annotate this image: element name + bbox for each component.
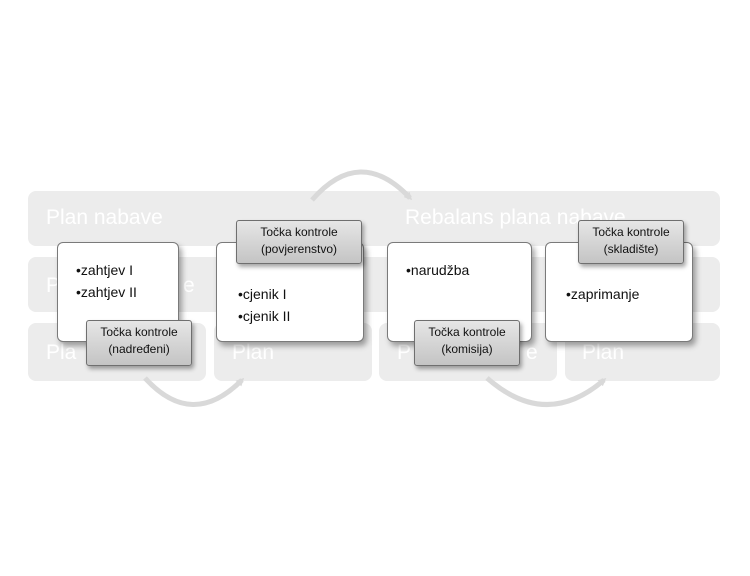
control-point-komisija: Točka kontrole (komisija) bbox=[414, 320, 520, 366]
control-point-subtitle: (komisija) bbox=[441, 342, 493, 356]
control-point-povjerenstvo: Točka kontrole (povjerenstvo) bbox=[236, 220, 362, 264]
control-point-title: Točka kontrole bbox=[100, 325, 178, 339]
background-label-row3-c: P bbox=[397, 341, 412, 364]
control-point-subtitle: (skladište) bbox=[603, 242, 659, 256]
background-label-row2-b: e bbox=[183, 274, 195, 297]
background-label-row2-a: P bbox=[46, 274, 61, 297]
list-item: zaprimanje bbox=[566, 283, 639, 305]
control-point-title: Točka kontrole bbox=[428, 325, 506, 339]
background-label-row3-a: Pla bbox=[46, 341, 77, 364]
background-label-rebalans: Rebalans plana nabave bbox=[405, 206, 626, 229]
list-item: cjenik I bbox=[238, 283, 290, 305]
control-point-subtitle: (povjerenstvo) bbox=[260, 242, 338, 256]
step-card-narudzba-list: narudžba bbox=[406, 259, 469, 281]
step-card-zahtjev-list: zahtjev I zahtjev II bbox=[76, 259, 137, 303]
step-card-cjenik-list: cjenik I cjenik II bbox=[238, 283, 290, 327]
control-point-skladiste: Točka kontrole (skladište) bbox=[578, 220, 684, 264]
control-point-nadredeni: Točka kontrole (nadređeni) bbox=[86, 320, 192, 366]
list-item: cjenik II bbox=[238, 305, 290, 327]
arrow-3-to-4 bbox=[485, 376, 607, 407]
background-label-plan-nabave: Plan nabave bbox=[46, 206, 163, 229]
arrow-1-to-2 bbox=[143, 376, 245, 407]
background-label-row3-d: e bbox=[526, 341, 538, 364]
control-point-subtitle: (nadređeni) bbox=[108, 342, 170, 356]
list-item: narudžba bbox=[406, 259, 469, 281]
background-label-row3-e: Plan bbox=[582, 341, 625, 364]
step-card-zaprimanje-list: zaprimanje bbox=[566, 283, 639, 305]
background-label-row3-b: Plan bbox=[232, 341, 275, 364]
list-item: zahtjev I bbox=[76, 259, 137, 281]
list-item: zahtjev II bbox=[76, 281, 137, 303]
control-point-title: Točka kontrole bbox=[592, 225, 670, 239]
arrow-2-to-3 bbox=[310, 169, 413, 202]
control-point-title: Točka kontrole bbox=[260, 225, 338, 239]
